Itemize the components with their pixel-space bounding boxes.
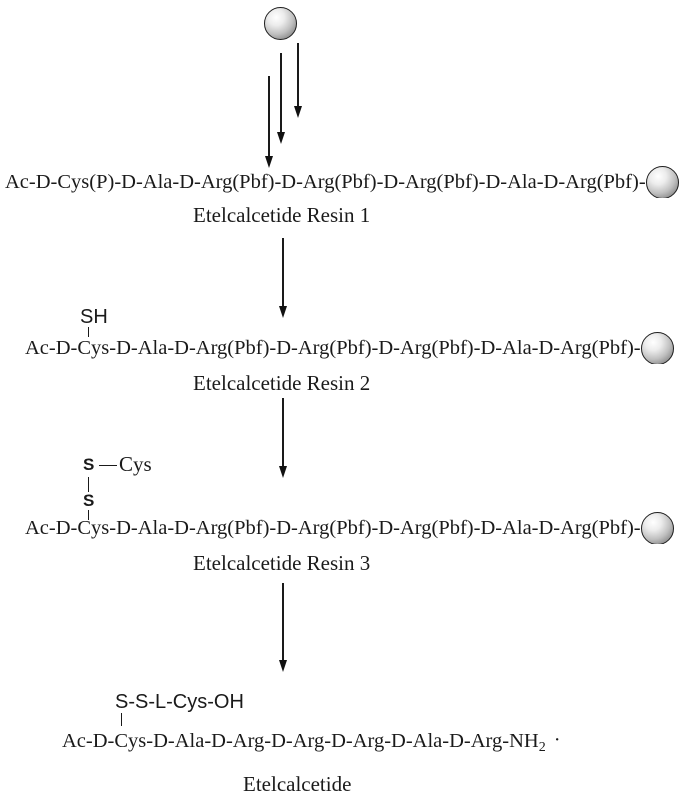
step-label-resin-3: Etelcalcetide Resin 3 [193,551,371,575]
sequence-text: Ac-D-Cys-D-Ala-D-Arg(Pbf)-D-Arg(Pbf)-D-A… [25,517,641,540]
sulfur-atom-label: S [83,491,95,510]
sequence-product: Ac-D-Cys-D-Ala-D-Arg-D-Arg-D-Arg-D-Ala-D… [62,723,698,757]
sequence-text: Ac-D-Cys-D-Ala-D-Arg-D-Arg-D-Arg-D-Ala-D… [62,730,539,753]
down-arrow-icon [278,238,288,318]
product-label: Etelcalcetide [243,772,352,796]
resin-bead-icon [640,331,674,364]
down-arrow-icon [278,583,288,672]
sulfur-atom-label: S [83,455,95,474]
step-label-resin-1: Etelcalcetide Resin 1 [193,203,371,227]
resin-bead-icon [645,165,679,198]
sequence-text: Ac-D-Cys-D-Ala-D-Arg(Pbf)-D-Arg(Pbf)-D-A… [25,337,641,360]
bond-line [121,713,123,726]
bond-line [88,327,90,337]
down-arrow-icon [278,398,288,478]
down-arrow-icon [264,76,274,168]
step-label-resin-2: Etelcalcetide Resin 2 [193,371,371,395]
bond-line [88,510,90,520]
cys-branch-label: Cys [119,452,152,476]
thiol-substituent-label: SH [80,306,108,328]
salt-dot: · [553,729,561,751]
bond-line [99,465,117,467]
sequence-resin-3: Ac-D-Cys-D-Ala-D-Arg(Pbf)-D-Arg(Pbf)-D-A… [25,510,698,544]
sequence-resin-1: Ac-D-Cys(P)-D-Ala-D-Arg(Pbf)-D-Arg(Pbf)-… [5,164,698,198]
sequence-subscript: 2 [538,740,546,756]
down-arrow-icon [293,43,303,118]
down-arrow-icon [276,53,286,144]
sequence-resin-2: Ac-D-Cys-D-Ala-D-Arg(Pbf)-D-Arg(Pbf)-D-A… [25,330,698,364]
disulfide-substituent-label: S-S-L-Cys-OH [115,691,244,713]
resin-bead-icon [264,7,297,40]
sequence-text: Ac-D-Cys(P)-D-Ala-D-Arg(Pbf)-D-Arg(Pbf)-… [5,171,646,194]
resin-bead-icon [640,511,674,544]
bond-line [88,477,90,492]
